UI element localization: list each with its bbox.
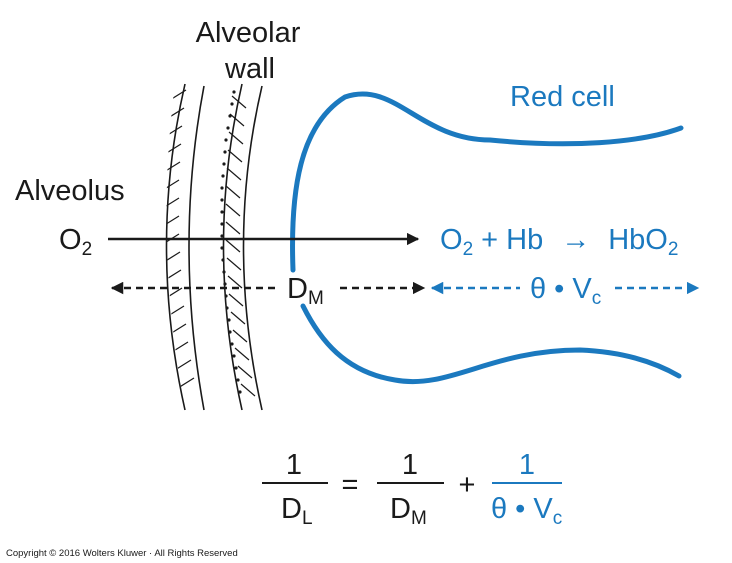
alveolar-wall-hatching [166, 89, 256, 397]
plus-sign: + [459, 469, 476, 501]
lhs-numerator: 1 [286, 449, 302, 481]
term2-denominator: θ • Vc [491, 493, 562, 529]
theta-vc-label: θ • Vc [530, 273, 601, 309]
red-cell-label: Red cell [510, 81, 615, 113]
alveolar-wall [165, 83, 263, 411]
dm-label: DM [287, 273, 324, 309]
o2-left-label: O2 [59, 224, 92, 260]
alveolar-wall-label-line1: Alveolar [196, 17, 301, 49]
alveolar-wall-outlines [165, 83, 263, 411]
diffusion-equation: 1 DL = 1 DM + 1 θ • Vc [262, 449, 562, 529]
term2-numerator: 1 [519, 449, 535, 481]
red-cell-outline [290, 91, 684, 385]
lhs-denominator: DL [281, 493, 313, 529]
alveolus-label: Alveolus [15, 175, 125, 207]
alveolar-wall-label-line2: wall [224, 53, 275, 85]
copyright-notice: Copyright © 2016 Wolters Kluwer · All Ri… [6, 548, 238, 559]
equals-sign: = [342, 469, 359, 501]
term1-denominator: DM [390, 493, 427, 529]
term1-numerator: 1 [402, 449, 418, 481]
reaction-label: O2+ Hb→HbO2 [440, 224, 678, 260]
